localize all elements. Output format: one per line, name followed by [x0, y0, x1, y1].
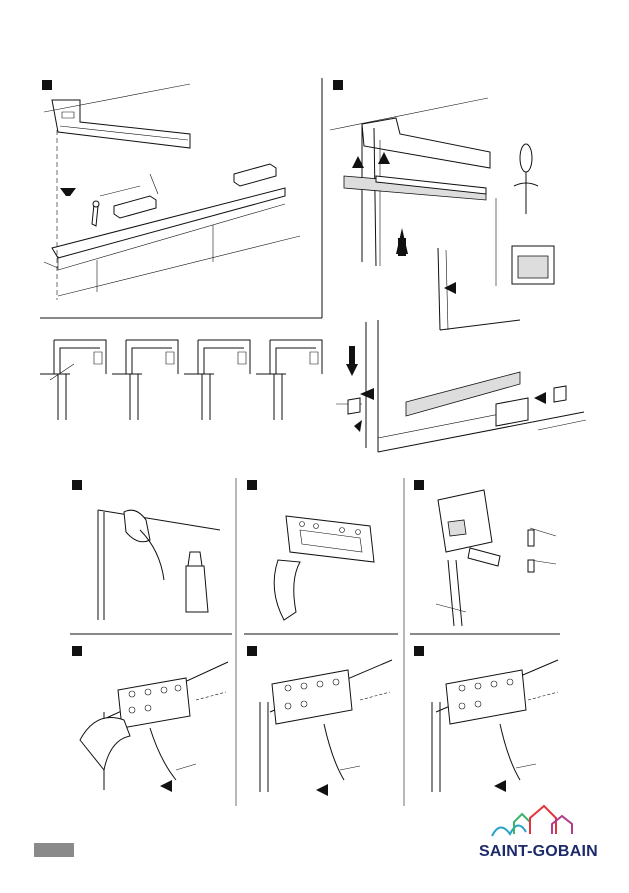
brand-name: SAINT-GOBAIN	[479, 843, 598, 861]
